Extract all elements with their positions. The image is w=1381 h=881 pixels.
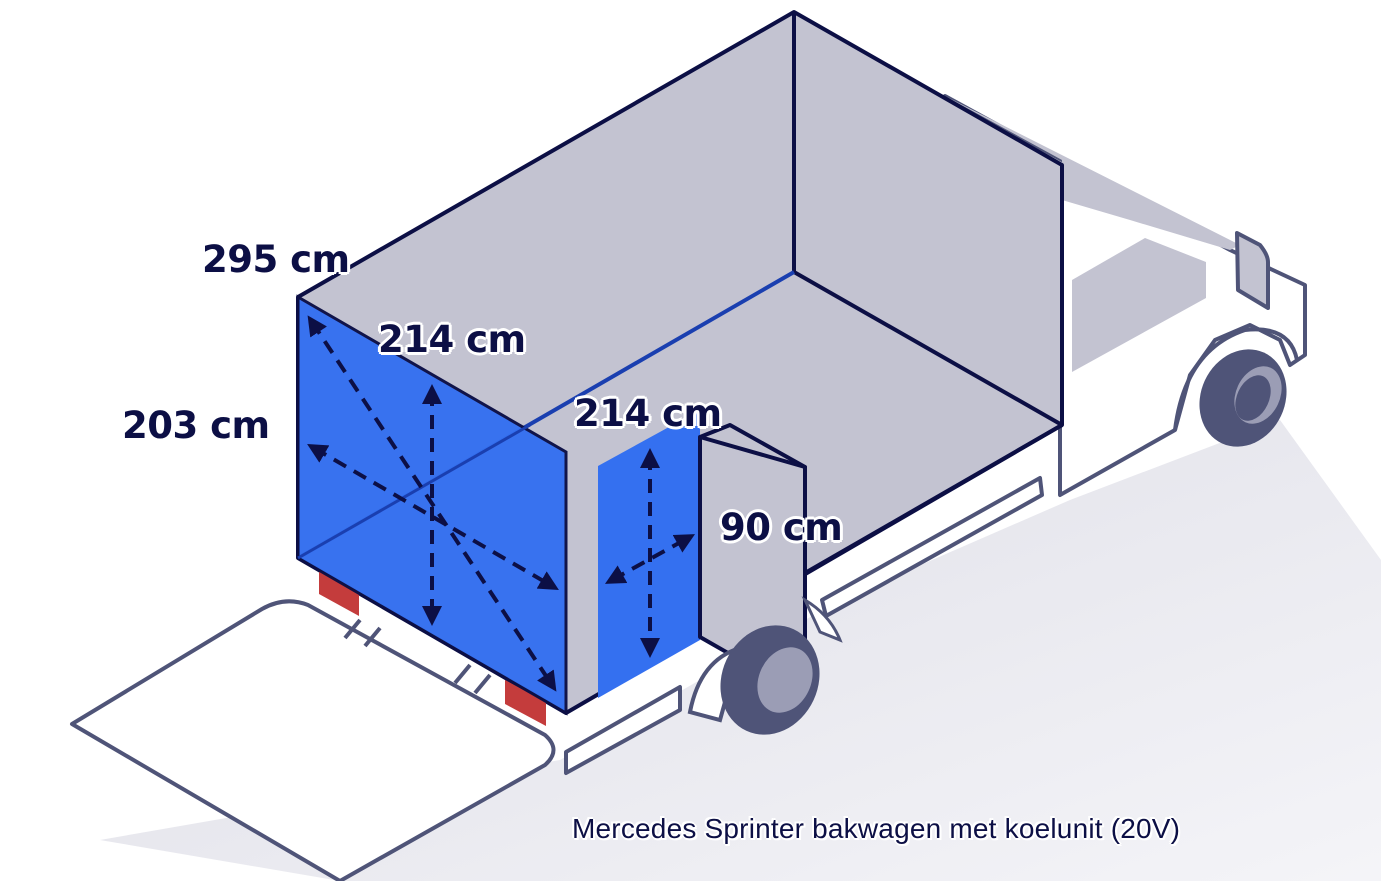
rear-height-label: 203 cm xyxy=(122,404,270,447)
side-door-width-label: 90 cm xyxy=(720,506,843,549)
rear-wheel xyxy=(687,596,843,735)
ground-shadow xyxy=(100,420,1381,881)
side-rail xyxy=(564,476,1044,775)
rear-width-label: 214 cm xyxy=(378,318,526,361)
dimension-arrows xyxy=(307,315,696,692)
length-label: 295 cm xyxy=(202,238,350,281)
figure-caption: Mercedes Sprinter bakwagen met koelunit … xyxy=(572,813,1181,844)
side-door-height-label: 214 cm xyxy=(574,392,722,435)
